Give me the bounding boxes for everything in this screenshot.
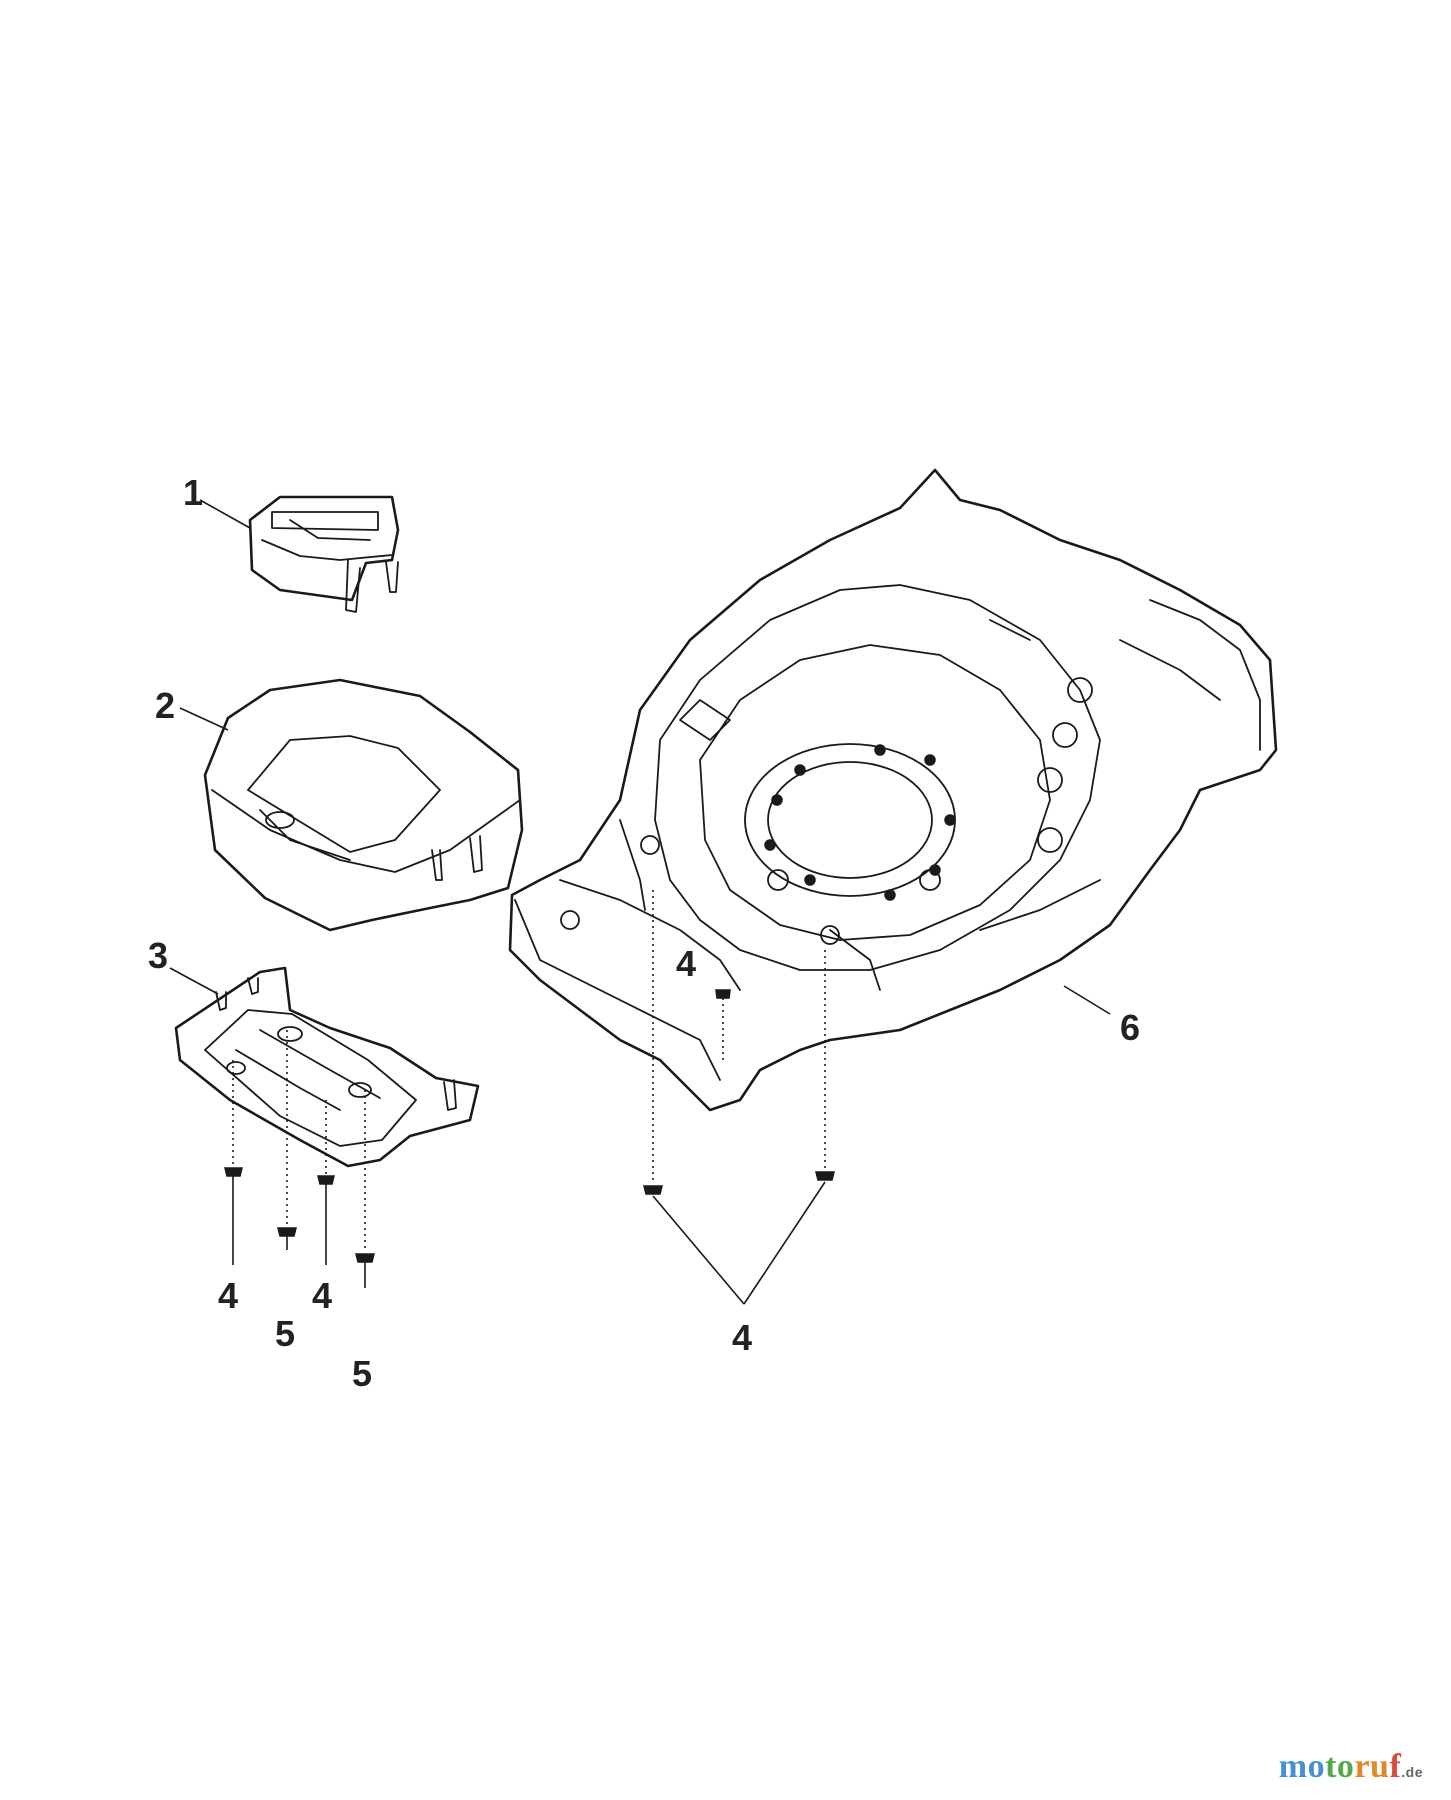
callout-3: 3 — [148, 935, 168, 976]
screw-5-left — [277, 1030, 297, 1250]
callout-5-left: 5 — [275, 1313, 295, 1354]
screw-4-left — [224, 1060, 243, 1265]
callout-5-right: 5 — [352, 1353, 372, 1394]
leader-1 — [199, 499, 251, 529]
screw-4-deck-top — [715, 989, 731, 1060]
part-2-handle-housing — [203, 678, 524, 932]
callout-1: 1 — [183, 472, 203, 513]
part-1-handle-cap — [248, 495, 400, 613]
watermark-brand: motoruf — [1279, 1748, 1401, 1785]
callout-2: 2 — [155, 685, 175, 726]
watermark-letters: to — [1325, 1748, 1355, 1785]
part-3-cover-plate — [174, 966, 480, 1168]
part-6-mower-deck — [508, 468, 1278, 1112]
watermark-letters: ru — [1354, 1748, 1390, 1785]
watermark-letters: mo — [1278, 1748, 1326, 1785]
leader-6 — [1063, 985, 1111, 1015]
screw-5-right — [355, 1090, 375, 1288]
leader-3 — [169, 967, 219, 995]
watermark-letters: f — [1389, 1748, 1402, 1785]
callout-6: 6 — [1120, 1007, 1140, 1048]
motoruf-watermark: motoruf.de — [1279, 1748, 1423, 1786]
callout-4-middle: 4 — [312, 1275, 332, 1316]
screw-4-middle — [317, 1100, 335, 1265]
screw-4-deck-left — [643, 890, 745, 1305]
leader-2 — [179, 707, 229, 731]
screw-4-deck-right — [743, 950, 835, 1305]
callout-4-deck-bottom: 4 — [732, 1317, 752, 1358]
watermark-suffix: .de — [1401, 1764, 1423, 1780]
callout-4-deck-top: 4 — [676, 943, 696, 984]
callout-4-left: 4 — [218, 1275, 238, 1316]
